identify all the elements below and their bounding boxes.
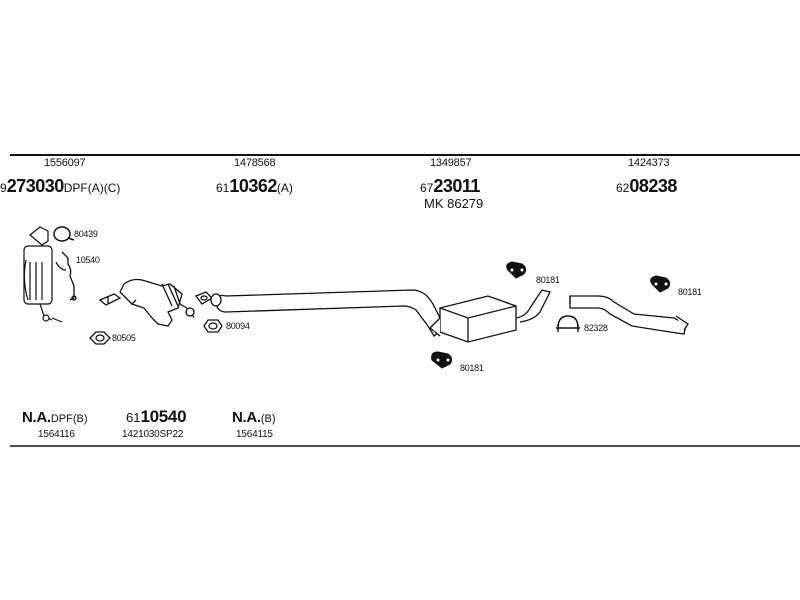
flange-part[interactable] <box>194 291 214 305</box>
bottom-oe-number: 1564115 <box>236 429 273 440</box>
bottom-part-main: 10540 <box>140 407 187 426</box>
callout-80505[interactable]: 80505 <box>112 333 136 343</box>
bottom-part-main: N.A. <box>22 409 51 426</box>
bottom-part-label[interactable]: 6110540 <box>126 407 187 426</box>
hanger-80181-lower-part[interactable] <box>431 351 453 369</box>
part-number-label[interactable]: 6110362(A) <box>216 177 293 195</box>
mk-number-label: MK 86279 <box>424 196 484 211</box>
part-number-main: 10362 <box>229 176 277 196</box>
joint-pipe-part[interactable] <box>98 293 122 306</box>
bottom-part-suffix: (B) <box>260 413 276 425</box>
bottom-part-main: N.A. <box>232 409 261 426</box>
tail-pipe-08238-part[interactable] <box>569 295 689 335</box>
part-number-main: 273030 <box>6 176 65 196</box>
oe-number-label: 1349857 <box>430 157 472 169</box>
part-number-main: 23011 <box>433 176 480 196</box>
part-number-prefix: 67 <box>420 181 434 195</box>
dpf-converter-part[interactable] <box>23 226 63 323</box>
oe-number-label: 1478568 <box>234 157 276 169</box>
callout-80181[interactable]: 80181 <box>536 275 560 285</box>
hanger-80181-part[interactable] <box>506 261 527 279</box>
bottom-oe-number: 1421030SP22 <box>122 429 184 440</box>
oe-number-label: 1424373 <box>628 157 670 169</box>
part-number-main: 08238 <box>629 176 677 196</box>
bottom-part-label[interactable]: N.A.(B) <box>232 410 275 425</box>
part-number-label[interactable]: 9273030DPF(A)(C) <box>0 177 120 195</box>
hanger-80181-right-part[interactable] <box>650 275 671 293</box>
bracket-10540-part[interactable] <box>55 251 77 301</box>
gasket-80094-part[interactable] <box>203 319 223 333</box>
part-number-suffix: DPF(A)(C) <box>63 181 121 195</box>
callout-80181[interactable]: 80181 <box>460 363 484 373</box>
clamp-80439-part[interactable] <box>53 226 75 242</box>
part-number-prefix: 61 <box>216 181 230 195</box>
callout-10540[interactable]: 10540 <box>76 255 100 265</box>
bottom-part-suffix: DPF(B) <box>50 413 88 425</box>
bottom-oe-number: 1564116 <box>38 429 75 440</box>
clamp-82328-part[interactable] <box>556 315 580 332</box>
bottom-part-label[interactable]: N.A.DPF(B) <box>22 410 87 425</box>
part-number-prefix: 62 <box>616 181 630 195</box>
gasket-80505-part[interactable] <box>89 331 111 345</box>
oe-number-label: 1556097 <box>44 157 86 169</box>
callout-80094[interactable]: 80094 <box>226 321 250 331</box>
callout-80181[interactable]: 80181 <box>678 287 702 297</box>
callout-82328[interactable]: 82328 <box>584 323 608 333</box>
part-number-label[interactable]: 6723011 <box>420 177 480 195</box>
front-pipe-10362-part[interactable] <box>119 278 195 327</box>
middle-silencer-part[interactable] <box>429 289 551 343</box>
part-number-suffix: (A) <box>276 181 293 195</box>
part-number-label[interactable]: 6208238 <box>616 177 677 195</box>
callout-80439[interactable]: 80439 <box>74 229 98 239</box>
bottom-part-prefix: 61 <box>126 410 141 425</box>
part-number-prefix: 9 <box>0 181 7 195</box>
